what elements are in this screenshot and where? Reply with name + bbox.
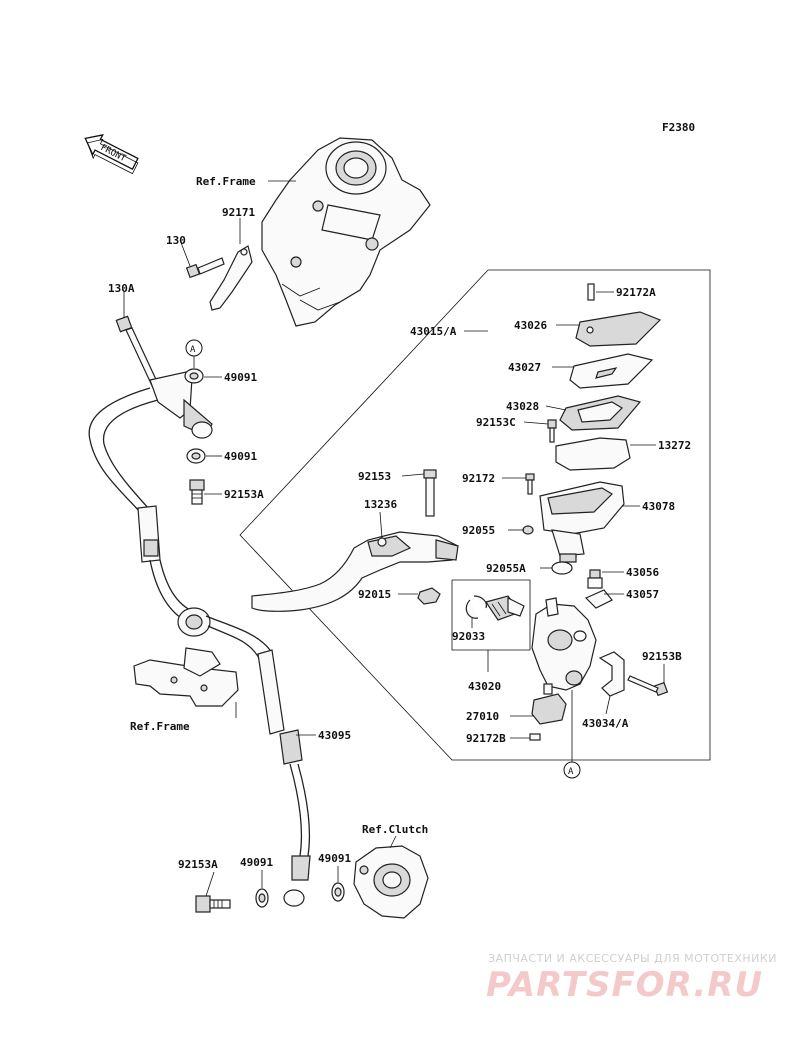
label-92172: 92172 <box>462 472 495 485</box>
label-43015A: 43015/A <box>410 325 457 338</box>
master-cylinder-body-part <box>531 597 597 691</box>
label-130A: 130A <box>108 282 135 295</box>
gasket-13272-part <box>555 437 631 471</box>
label-92015: 92015 <box>358 588 391 601</box>
label-43020: 43020 <box>468 680 501 693</box>
bracket-92171-part <box>209 245 253 311</box>
label-13272: 13272 <box>658 439 691 452</box>
banjo-bolt-92153A-bottom <box>195 895 231 913</box>
piston-43020-part <box>485 595 525 621</box>
label-92055A: 92055A <box>486 562 526 575</box>
label-27010: 27010 <box>466 710 499 723</box>
label-43027: 43027 <box>508 361 541 374</box>
reservoir-body-43078-part <box>539 481 625 563</box>
label-43028: 43028 <box>506 400 539 413</box>
label-43057: 43057 <box>626 588 659 601</box>
label-49091-b: 49091 <box>224 450 257 463</box>
bolt-130-part <box>185 257 225 279</box>
clutch-hose-part <box>88 315 311 907</box>
cap-43026-part <box>575 311 662 347</box>
clutch-slave-cylinder-part <box>353 845 429 919</box>
assembly-43015A-outline <box>239 269 711 761</box>
washer-49091-mid <box>186 448 206 464</box>
label-49091-c: 49091 <box>240 856 273 869</box>
label-49091-a: 49091 <box>224 371 257 384</box>
callout-a-upper: A <box>185 339 203 368</box>
label-92153A-bottom: 92153A <box>178 858 218 871</box>
label-130: 130 <box>166 234 186 247</box>
watermark: ЗАПЧАСТИ И АКСЕССУАРЫ ДЛЯ МОТОТЕХНИКИ PA… <box>486 952 777 1005</box>
circlip-92033-part <box>465 595 487 619</box>
plate-43027-part <box>569 353 654 389</box>
oring-92055A-part <box>551 561 573 575</box>
banjo-bolt-92153A-top <box>189 479 205 505</box>
screw-92172B-part <box>529 733 541 741</box>
washer-49091-bottom-b <box>331 882 345 902</box>
watermark-tagline: ЗАПЧАСТИ И АКСЕССУАРЫ ДЛЯ МОТОТЕХНИКИ <box>488 952 777 965</box>
diaphragm-43028-part <box>559 395 642 431</box>
label-92171: 92171 <box>222 206 255 219</box>
lever-13236-part <box>251 531 459 612</box>
label-92055: 92055 <box>462 524 495 537</box>
washer-49091-top <box>184 368 204 384</box>
screw-92172A-part <box>587 283 595 301</box>
washer-92055-part <box>522 525 534 535</box>
label-92153A-top: 92153A <box>224 488 264 501</box>
nut-92015-part <box>417 587 441 605</box>
frame-head-part <box>261 137 431 327</box>
figure-code: F2380 <box>662 121 695 134</box>
label-ref-clutch: Ref.Clutch <box>362 823 428 836</box>
switch-27010-part <box>531 683 567 725</box>
label-13236: 13236 <box>364 498 397 511</box>
callout-a-lower: A <box>563 690 581 779</box>
label-43078: 43078 <box>642 500 675 513</box>
label-43034A: 43034/A <box>582 717 629 730</box>
label-92172B: 92172B <box>466 732 506 745</box>
svg-text:A: A <box>568 767 574 777</box>
label-49091-d: 49091 <box>318 852 351 865</box>
label-43026: 43026 <box>514 319 547 332</box>
label-92153B: 92153B <box>642 650 682 663</box>
watermark-brand: PARTSFOR.RU <box>486 965 763 1005</box>
screw-92172-part <box>525 473 535 495</box>
part-labels: Ref.Frame 92171 130 130A 49091 49091 921… <box>108 175 691 871</box>
label-43095: 43095 <box>318 729 351 742</box>
label-ref-frame-bottom: Ref.Frame <box>130 720 190 733</box>
fitting-43056-part <box>587 569 603 589</box>
label-92153: 92153 <box>358 470 391 483</box>
label-43056: 43056 <box>626 566 659 579</box>
leader-lines <box>123 180 665 897</box>
clamp-43034A-part <box>598 651 625 697</box>
label-92153C: 92153C <box>476 416 516 429</box>
screw-92153C-part <box>547 419 557 443</box>
frame-bracket-bottom-part <box>133 647 239 707</box>
label-92172A: 92172A <box>616 286 656 299</box>
front-arrow-icon: FRONT <box>84 134 139 175</box>
label-ref-frame-top: Ref.Frame <box>196 175 256 188</box>
washer-49091-bottom-a <box>255 888 269 908</box>
piston-kit-43020-box <box>451 579 531 651</box>
cap-43057-part <box>584 589 613 609</box>
svg-text:A: A <box>190 345 196 355</box>
bolt-92153B-part <box>627 675 669 697</box>
pivot-bolt-92153-part <box>423 469 437 517</box>
label-92033: 92033 <box>452 630 485 643</box>
